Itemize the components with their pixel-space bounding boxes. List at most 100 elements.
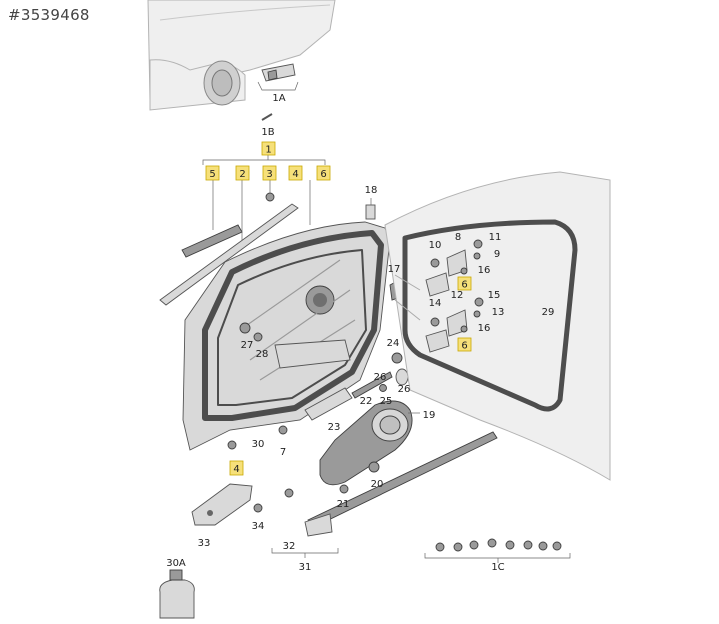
svg-text:32: 32 (283, 541, 296, 552)
callout-25: 25 (380, 396, 393, 407)
callout-1B: 1B (261, 127, 274, 138)
callout-26-right: 26 (398, 384, 411, 395)
callout-24: 24 (387, 338, 400, 349)
svg-text:31: 31 (299, 562, 312, 573)
svg-text:17: 17 (388, 264, 401, 275)
callout-6-lower-hinge: 6 (457, 337, 472, 352)
callout-30: 30 (252, 439, 265, 450)
callout-26-left: 26 (374, 372, 387, 383)
diagram-reference-id: #3539468 (8, 6, 90, 24)
grease-canister-30A (159, 569, 195, 619)
callout-17: 17 (388, 264, 401, 275)
callout-20: 20 (371, 479, 384, 490)
car-front-illustration (147, 0, 336, 111)
bolt-25 (379, 384, 387, 392)
callout-12: 12 (451, 290, 464, 301)
svg-text:9: 9 (494, 249, 500, 260)
callout-6-top: 6 (316, 165, 331, 181)
door-shell (182, 221, 391, 451)
callout-5: 5 (205, 165, 220, 181)
svg-text:10: 10 (429, 240, 442, 251)
svg-text:25: 25 (380, 396, 393, 407)
bolt-34 (253, 503, 263, 513)
svg-text:23: 23 (328, 422, 341, 433)
svg-text:6: 6 (461, 280, 467, 291)
bolt-28 (253, 332, 263, 342)
callout-28: 28 (256, 349, 269, 360)
svg-text:6: 6 (461, 341, 467, 352)
svg-text:2: 2 (239, 169, 245, 180)
speaker-frame-19 (319, 400, 420, 486)
svg-text:24: 24 (387, 338, 400, 349)
svg-text:1A: 1A (272, 93, 285, 104)
clip-20 (368, 461, 380, 473)
callout-6-upper-hinge: 6 (457, 276, 472, 291)
callout-30A: 30A (166, 558, 186, 569)
grommet-26 (395, 368, 409, 386)
callout-1C: 1C (491, 562, 504, 573)
sill-strip-31 (304, 431, 498, 537)
svg-text:26: 26 (398, 384, 411, 395)
svg-text:4: 4 (233, 464, 239, 475)
callout-14: 14 (429, 298, 442, 309)
callout-23: 23 (328, 422, 341, 433)
callout-22: 22 (360, 396, 373, 407)
svg-text:6: 6 (320, 169, 326, 180)
upper-hinge (425, 239, 483, 297)
bolt-4 (227, 440, 237, 450)
svg-text:20: 20 (371, 479, 384, 490)
body-side-opening (384, 171, 611, 481)
bolt-7 (278, 425, 288, 435)
svg-text:16: 16 (478, 323, 491, 334)
trim-strip-5 (181, 180, 243, 258)
svg-text:4: 4 (292, 169, 298, 180)
callout-21: 21 (337, 499, 350, 510)
callout-2: 2 (235, 165, 250, 181)
bolt-27 (239, 322, 251, 334)
svg-text:34: 34 (252, 521, 265, 532)
callout-1A: 1A (272, 93, 285, 104)
callout-16-lower: 16 (478, 323, 491, 334)
callout-13: 13 (492, 307, 505, 318)
callout-16-upper: 16 (478, 265, 491, 276)
callout-11: 11 (489, 232, 502, 243)
svg-text:11: 11 (489, 232, 502, 243)
svg-text:12: 12 (451, 290, 464, 301)
callout-4-bottom: 4 (229, 460, 244, 476)
callout-18: 18 (365, 185, 378, 196)
callout-9: 9 (494, 249, 500, 260)
lower-hinge (425, 297, 484, 353)
callout-19: 19 (423, 410, 436, 421)
fastener-set-1C (435, 538, 562, 552)
callout-34: 34 (252, 521, 265, 532)
callout-1: 1 (261, 141, 276, 156)
callout-10: 10 (429, 240, 442, 251)
callout-33: 33 (198, 538, 211, 549)
svg-text:1: 1 (265, 145, 271, 156)
door-handle-23 (304, 387, 353, 421)
svg-text:15: 15 (488, 290, 501, 301)
svg-text:21: 21 (337, 499, 350, 510)
bolt-21 (339, 484, 349, 494)
svg-text:30A: 30A (166, 558, 186, 569)
door-check-33 (191, 483, 253, 526)
svg-text:19: 19 (423, 410, 436, 421)
callout-27: 27 (241, 340, 254, 351)
svg-text:33: 33 (198, 538, 211, 549)
weatherstrip-2 (159, 180, 299, 306)
callout-8: 8 (455, 232, 461, 243)
svg-text:22: 22 (360, 396, 373, 407)
callout-3: 3 (262, 165, 277, 181)
svg-text:14: 14 (429, 298, 442, 309)
pin-18 (365, 198, 376, 220)
svg-text:18: 18 (365, 185, 378, 196)
clip-32 (284, 488, 294, 498)
svg-text:27: 27 (241, 340, 254, 351)
svg-text:5: 5 (209, 169, 215, 180)
svg-text:29: 29 (542, 307, 555, 318)
callout-31: 31 (299, 562, 312, 573)
svg-text:30: 30 (252, 439, 265, 450)
bolt-24 (391, 352, 403, 364)
callout-15: 15 (488, 290, 501, 301)
